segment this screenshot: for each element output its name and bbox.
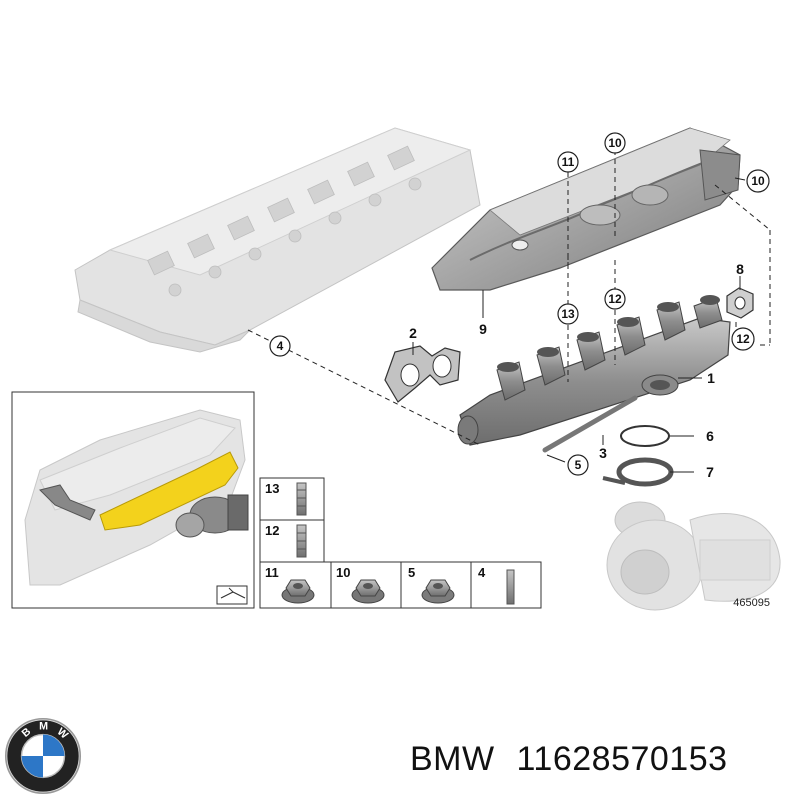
label-1: 1 <box>707 370 715 386</box>
svg-text:4: 4 <box>277 339 284 353</box>
heat-shield <box>431 127 741 291</box>
nut-11-illustration <box>281 579 315 604</box>
leader-lines <box>247 150 771 446</box>
flange-gasket <box>726 287 754 319</box>
v-band-clamp <box>602 457 674 487</box>
svg-text:12: 12 <box>608 292 622 306</box>
parts-table-12: 12 <box>265 523 279 538</box>
stud-13-illustration <box>296 482 307 516</box>
brand-part-number: BMW 11628570153 <box>410 740 728 779</box>
callout-10-top: 10 <box>604 132 626 154</box>
nut-10-illustration <box>351 579 385 604</box>
callout-11-top: 11 <box>557 151 579 173</box>
view-direction-icon <box>216 585 248 605</box>
parts-table-4: 4 <box>478 565 486 580</box>
manifold-gasket <box>384 345 461 403</box>
parts-table-11: 11 <box>265 565 279 580</box>
callout-5: 5 <box>567 454 589 476</box>
diagram-reference-number: 465095 <box>733 597 770 609</box>
brand-name: BMW <box>410 740 495 778</box>
exhaust-manifold <box>457 295 731 446</box>
parts-table: 13 12 11 10 5 4 <box>259 477 542 609</box>
svg-text:M: M <box>39 721 48 733</box>
stud-4-illustration <box>506 569 515 605</box>
svg-text:11: 11 <box>562 155 575 169</box>
label-6: 6 <box>706 428 714 444</box>
callout-13-mid: 13 <box>557 303 579 325</box>
callout-12-mid: 12 <box>604 288 626 310</box>
stud-12-illustration <box>296 524 307 558</box>
callout-4: 4 <box>269 335 291 357</box>
highlighted-heat-shield <box>99 451 239 531</box>
svg-text:10: 10 <box>751 174 765 188</box>
parts-table-13: 13 <box>265 481 279 496</box>
label-2: 2 <box>409 325 417 341</box>
callout-10-right: 10 <box>746 169 770 193</box>
label-9: 9 <box>479 321 487 337</box>
long-stud <box>542 395 638 453</box>
svg-text:5: 5 <box>575 458 582 472</box>
engine-overview-inset <box>11 391 255 609</box>
parts-table-10: 10 <box>336 565 350 580</box>
nut-5-illustration <box>421 579 455 604</box>
parts-table-5: 5 <box>408 565 415 580</box>
turbocharger-ghost <box>606 501 781 611</box>
label-8: 8 <box>736 261 744 277</box>
label-3: 3 <box>599 445 607 461</box>
callout-12-right: 12 <box>731 327 755 351</box>
svg-text:13: 13 <box>561 307 575 321</box>
svg-text:10: 10 <box>608 136 622 150</box>
solid-leaders <box>412 177 746 473</box>
part-number: 11628570153 <box>516 740 728 778</box>
cylinder-head-ghost <box>74 127 481 353</box>
label-7: 7 <box>706 464 714 480</box>
o-ring <box>620 425 670 447</box>
svg-text:12: 12 <box>736 332 750 346</box>
bmw-logo-icon: B M W <box>4 717 82 795</box>
